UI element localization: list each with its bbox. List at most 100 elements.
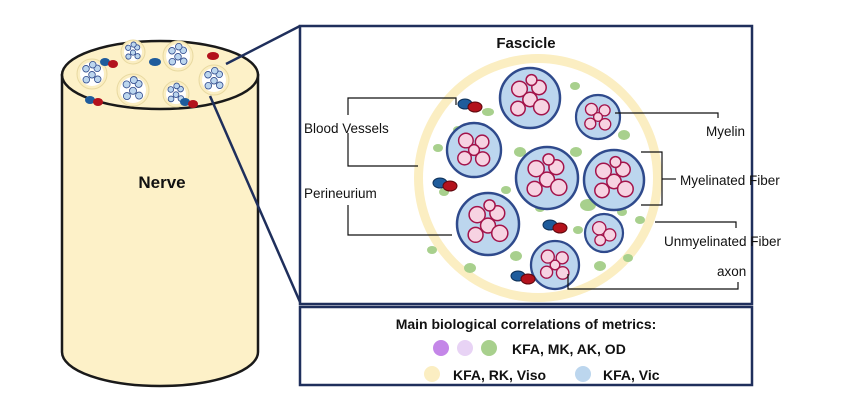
axon	[510, 80, 529, 98]
axon	[540, 249, 555, 264]
unmyelinated-fiber	[618, 130, 630, 140]
axon	[467, 226, 484, 244]
mini-fiber	[122, 80, 131, 89]
blood-vessels-line-bottom	[347, 133, 418, 167]
myelinated-fiber	[583, 212, 625, 254]
axon	[467, 143, 481, 157]
mini-fascicle	[116, 73, 150, 107]
mini-fiber	[204, 81, 212, 90]
mini-fiber	[174, 53, 182, 61]
label-perineurium: Perineurium	[304, 186, 377, 201]
label-myelinated-fiber: Myelinated Fiber	[680, 173, 780, 188]
mini-fiber	[167, 86, 175, 93]
label-unmyelinated-fiber: Unmyelinated Fiber	[664, 234, 782, 249]
fascicle-title: Fascicle	[496, 35, 555, 52]
axon	[606, 173, 622, 190]
axon	[592, 111, 604, 123]
mini-fiber	[82, 65, 90, 73]
unmyelinated-fiber	[573, 226, 583, 234]
mini-artery	[207, 52, 219, 60]
axon	[527, 159, 545, 178]
myelinated-fiber	[445, 121, 503, 179]
axon	[594, 234, 607, 247]
blood-vessel	[432, 177, 458, 192]
axon	[483, 199, 496, 212]
mini-fiber	[134, 53, 141, 60]
nerve-label: Nerve	[138, 173, 185, 192]
mini-fiber	[175, 43, 183, 51]
nerve-body	[60, 73, 260, 388]
mini-fiber	[168, 47, 176, 55]
legend-row-3-text: KFA, Vic	[603, 367, 660, 383]
label-blood-vessels: Blood Vessels	[304, 121, 389, 136]
mini-fiber	[168, 58, 176, 66]
unmyelinated-fiber	[570, 147, 582, 157]
unmyelinated-fiber	[427, 246, 437, 254]
mini-vein	[85, 96, 95, 104]
mini-fascicle	[120, 39, 146, 65]
axon	[549, 259, 561, 271]
axon	[525, 73, 538, 87]
unmyelinated-fiber-line	[655, 221, 737, 228]
mini-fiber	[89, 60, 97, 69]
axon	[598, 117, 612, 131]
unmyelinated-fiber	[594, 261, 606, 271]
mini-artery	[93, 98, 103, 106]
legend-swatch-yellow	[424, 366, 440, 382]
legend-row-2-text: KFA, RK, Viso	[453, 367, 546, 383]
axon	[532, 98, 550, 116]
myelinated-fiber	[582, 148, 646, 212]
mini-vein	[149, 58, 161, 66]
unmyelinated-fiber	[464, 263, 476, 273]
axon	[555, 265, 570, 280]
fascicle-content	[427, 66, 646, 291]
legend-swatch-purple	[433, 340, 449, 356]
axon	[538, 171, 556, 188]
unmyelinated-fiber	[501, 186, 511, 194]
myelinated-fiber	[498, 66, 562, 130]
axon	[510, 100, 526, 117]
axon	[526, 180, 543, 198]
nerve-cylinder: Nerve	[60, 39, 260, 388]
axon	[457, 132, 474, 149]
legend-title: Main biological correlations of metrics:	[396, 316, 657, 332]
mini-fascicle	[198, 64, 230, 96]
myelinated-fiber	[514, 145, 580, 211]
axon	[555, 251, 569, 265]
axon	[468, 205, 486, 224]
label-myelin: Myelin	[706, 124, 745, 139]
blood-vessel	[542, 219, 568, 234]
myelinated-fiber	[455, 191, 521, 257]
mini-fiber	[130, 41, 137, 48]
legend-swatch-lavender	[457, 340, 473, 356]
axon	[584, 117, 597, 130]
perineurium-line	[347, 205, 452, 236]
mini-fiber	[93, 75, 102, 83]
mini-artery	[108, 60, 118, 68]
axon	[584, 102, 599, 116]
artery	[467, 101, 483, 113]
mini-fiber	[135, 91, 143, 100]
blood-vessel	[457, 98, 483, 113]
mini-fiber	[179, 57, 188, 65]
mini-fiber	[172, 91, 180, 98]
myelin-line	[615, 112, 719, 118]
mini-fiber	[123, 92, 131, 101]
axon	[479, 217, 497, 234]
axon	[474, 134, 490, 150]
axon	[616, 180, 634, 198]
axon	[594, 182, 610, 199]
axon-line	[567, 274, 739, 290]
unmyelinated-fiber	[623, 254, 633, 262]
legend-swatch-blue	[575, 366, 591, 382]
axon	[457, 150, 473, 166]
artery	[552, 222, 568, 234]
unmyelinated-fiber	[510, 251, 522, 261]
unmyelinated-fiber	[482, 108, 494, 116]
mini-fiber	[125, 44, 132, 51]
blood-vessels-line-top	[347, 97, 457, 115]
axon	[474, 151, 491, 167]
mini-fiber	[88, 71, 96, 79]
mini-fiber	[167, 95, 175, 103]
